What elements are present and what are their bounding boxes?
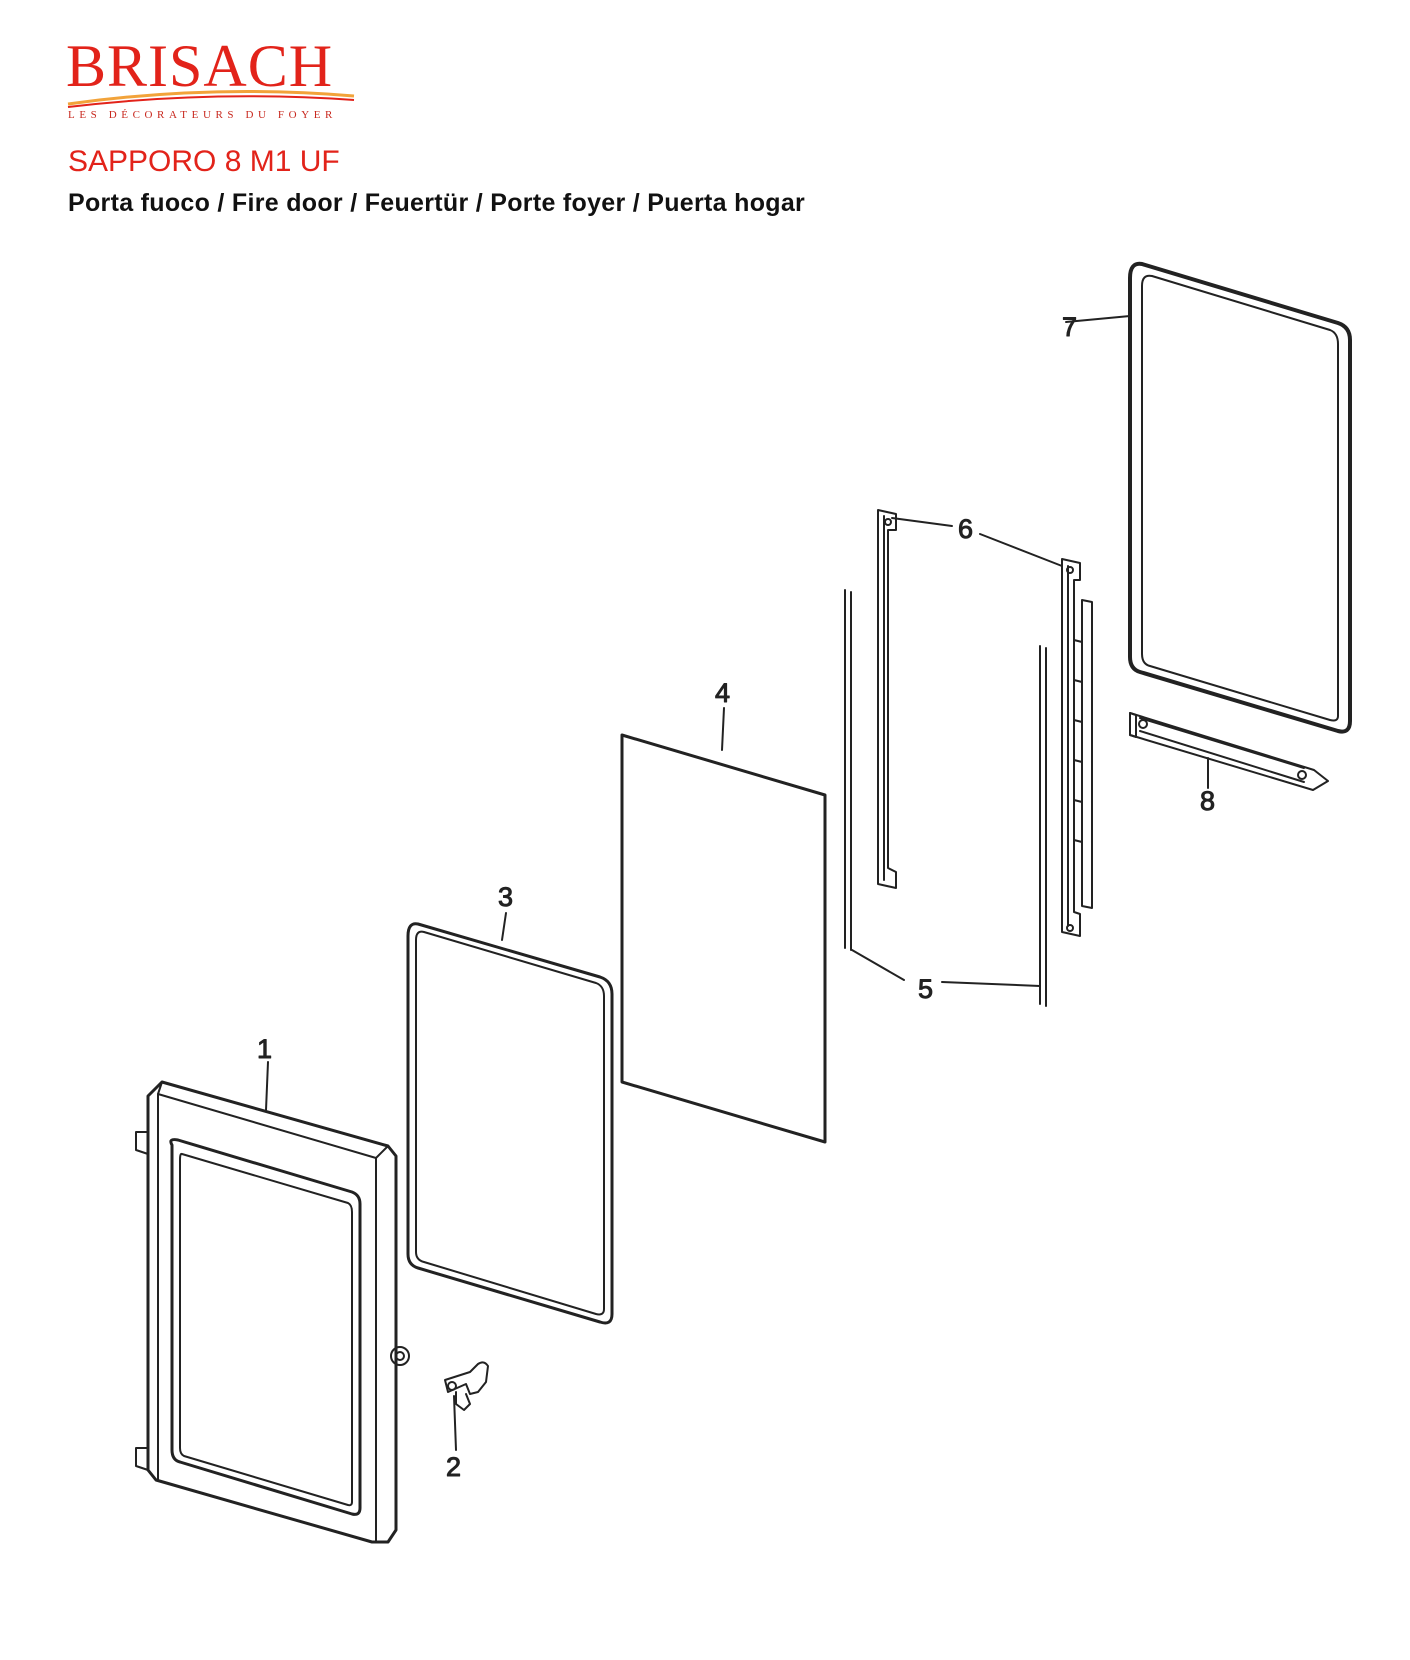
part-2-latch [444, 1361, 489, 1411]
callout-2: 2 [446, 1452, 461, 1482]
callout-3: 3 [498, 882, 513, 912]
callout-8: 8 [1200, 786, 1215, 816]
part-4-glass [620, 733, 827, 1144]
model-title: SAPPORO 8 M1 UF [68, 145, 340, 178]
part-5-seal-strips [844, 589, 1047, 1007]
callout-7: 7 [1062, 312, 1077, 342]
callout-1: 1 [257, 1034, 272, 1064]
brand-name: BRISACH [66, 33, 334, 99]
part-8-bracket [1129, 712, 1329, 791]
brand-tagline: LES DÉCORATEURS DU FOYER [68, 109, 337, 121]
page-subtitle: Porta fuoco / Fire door / Feuertür / Por… [68, 189, 806, 217]
callout-6: 6 [958, 514, 973, 544]
part-7-gasket [1128, 261, 1352, 734]
logo-swoosh-icon [67, 90, 355, 108]
callout-4: 4 [715, 678, 730, 708]
leader-lines [265, 315, 1209, 1451]
part-6-right-clamp [1061, 558, 1093, 937]
callout-5: 5 [918, 974, 933, 1004]
part-6-left-clamp [877, 509, 897, 889]
part-1-door-frame [135, 1080, 410, 1544]
brand-logo: BRISACH LES DÉCORATEURS DU FOYER [62, 36, 362, 131]
part-3-gasket [406, 922, 614, 1325]
